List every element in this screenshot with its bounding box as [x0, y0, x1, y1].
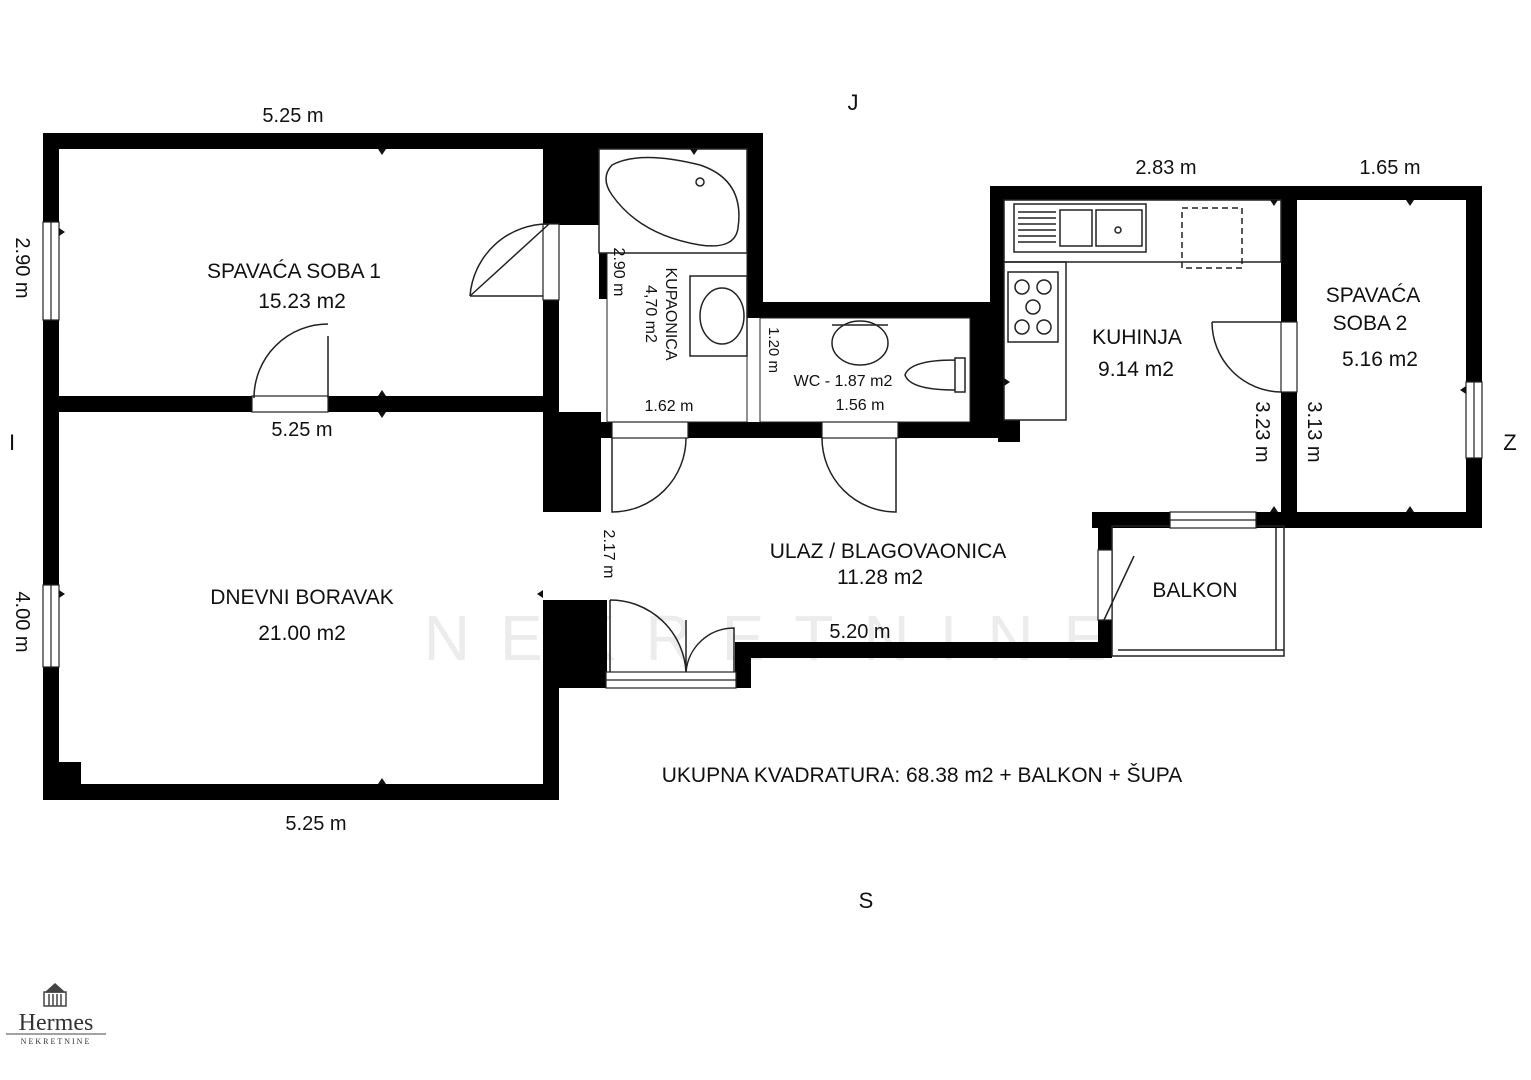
kitchen-area: 9.14 m2	[1098, 358, 1174, 381]
kitchen-name: KUHINJA	[1092, 326, 1182, 349]
dim-bedroom1-top: 5.25 m	[262, 105, 323, 127]
door-balcony	[1103, 555, 1135, 621]
bathroom-area: 4,70 m2	[642, 285, 659, 343]
dim-kitchen-side: 3.23 m	[1251, 401, 1273, 462]
logo-name: Hermes	[19, 1010, 94, 1036]
compass: J S I Z	[9, 90, 1517, 913]
bedroom1-name: SPAVAĆA SOBA 1	[207, 260, 381, 283]
entrance-name: ULAZ / BLAGOVAONICA	[770, 540, 1007, 563]
dim-living-bottom: 5.25 m	[285, 813, 346, 835]
dim-bedroom2-top: 1.65 m	[1359, 157, 1420, 179]
building-icon	[43, 982, 67, 1007]
door-entrance-small	[685, 627, 735, 673]
bath-sink	[699, 287, 745, 345]
dim-bedroom1-left: 2.90 m	[11, 237, 33, 298]
dim-living-left: 4.00 m	[11, 591, 33, 652]
bathtub-basin	[605, 156, 740, 247]
fixtures	[42, 148, 1483, 784]
room-labels: SPAVAĆA SOBA 1 15.23 m2 KUPAONICA 4,70 m…	[207, 260, 1420, 645]
compass-west: I	[9, 430, 15, 455]
entrance-area: 11.28 m2	[837, 566, 923, 589]
kitchen-counter-top	[1003, 199, 1282, 263]
markers	[59, 149, 1466, 784]
dimension-labels: 5.25 m 2.90 m 5.25 m 2.90 m 1.62 m 1.20 …	[11, 105, 1421, 835]
stove	[1007, 271, 1059, 343]
toilet	[904, 357, 966, 393]
dim-wc-bottom: 1.56 m	[836, 397, 885, 414]
door-living	[253, 323, 329, 399]
dim-bathroom-bottom: 1.62 m	[645, 398, 694, 415]
balcony-name: BALKON	[1152, 579, 1237, 602]
fridge	[1181, 207, 1243, 269]
dim-bathroom-side: 2.90 m	[610, 248, 627, 297]
bathtub	[598, 148, 748, 254]
door-kitchen	[1211, 321, 1282, 393]
living-name: DNEVNI BORAVAK	[210, 586, 394, 609]
compass-south: S	[859, 888, 874, 913]
bedroom1-area: 15.23 m2	[258, 290, 346, 313]
dim-wc-side: 1.20 m	[765, 327, 782, 373]
living-area: 21.00 m2	[258, 622, 346, 645]
bedroom2-area: 5.16 m2	[1342, 348, 1418, 371]
kitchen-counter-left	[1003, 261, 1067, 421]
wc-name: WC - 1.87 m2	[794, 373, 893, 390]
dim-bedroom2-side: 3.13 m	[1303, 401, 1325, 462]
bedroom2-name-line2: SOBA 2	[1333, 312, 1408, 335]
dim-entrance-side: 2.17 m	[600, 530, 617, 579]
walls	[43, 133, 1482, 800]
windows	[42, 221, 1483, 689]
wc-sink	[831, 320, 889, 366]
hermes-logo: Hermes NEKRETNINE	[6, 982, 106, 1046]
dim-entrance-bottom: 5.20 m	[829, 621, 890, 643]
total-area: UKUPNA KVADRATURA: 68.38 m2 + BALKON + Š…	[662, 764, 1183, 787]
door-entrance	[609, 599, 687, 673]
compass-east: Z	[1503, 430, 1516, 455]
bathroom-name: KUPAONICA	[662, 267, 679, 360]
door-bedroom1	[469, 223, 550, 297]
door-wc	[821, 437, 897, 513]
bedroom2-name-line1: SPAVAĆA	[1326, 284, 1421, 307]
dim-kitchen-top: 2.83 m	[1135, 157, 1196, 179]
door-bath	[611, 437, 687, 513]
kitchen-sink	[1013, 203, 1147, 253]
watermark-text: NEKRETNINE	[424, 602, 1137, 674]
door-swings	[253, 223, 1282, 673]
compass-north: J	[848, 90, 859, 115]
logo-sub: NEKRETNINE	[21, 1037, 92, 1046]
dim-bedroom1-bottom: 5.25 m	[271, 419, 332, 441]
